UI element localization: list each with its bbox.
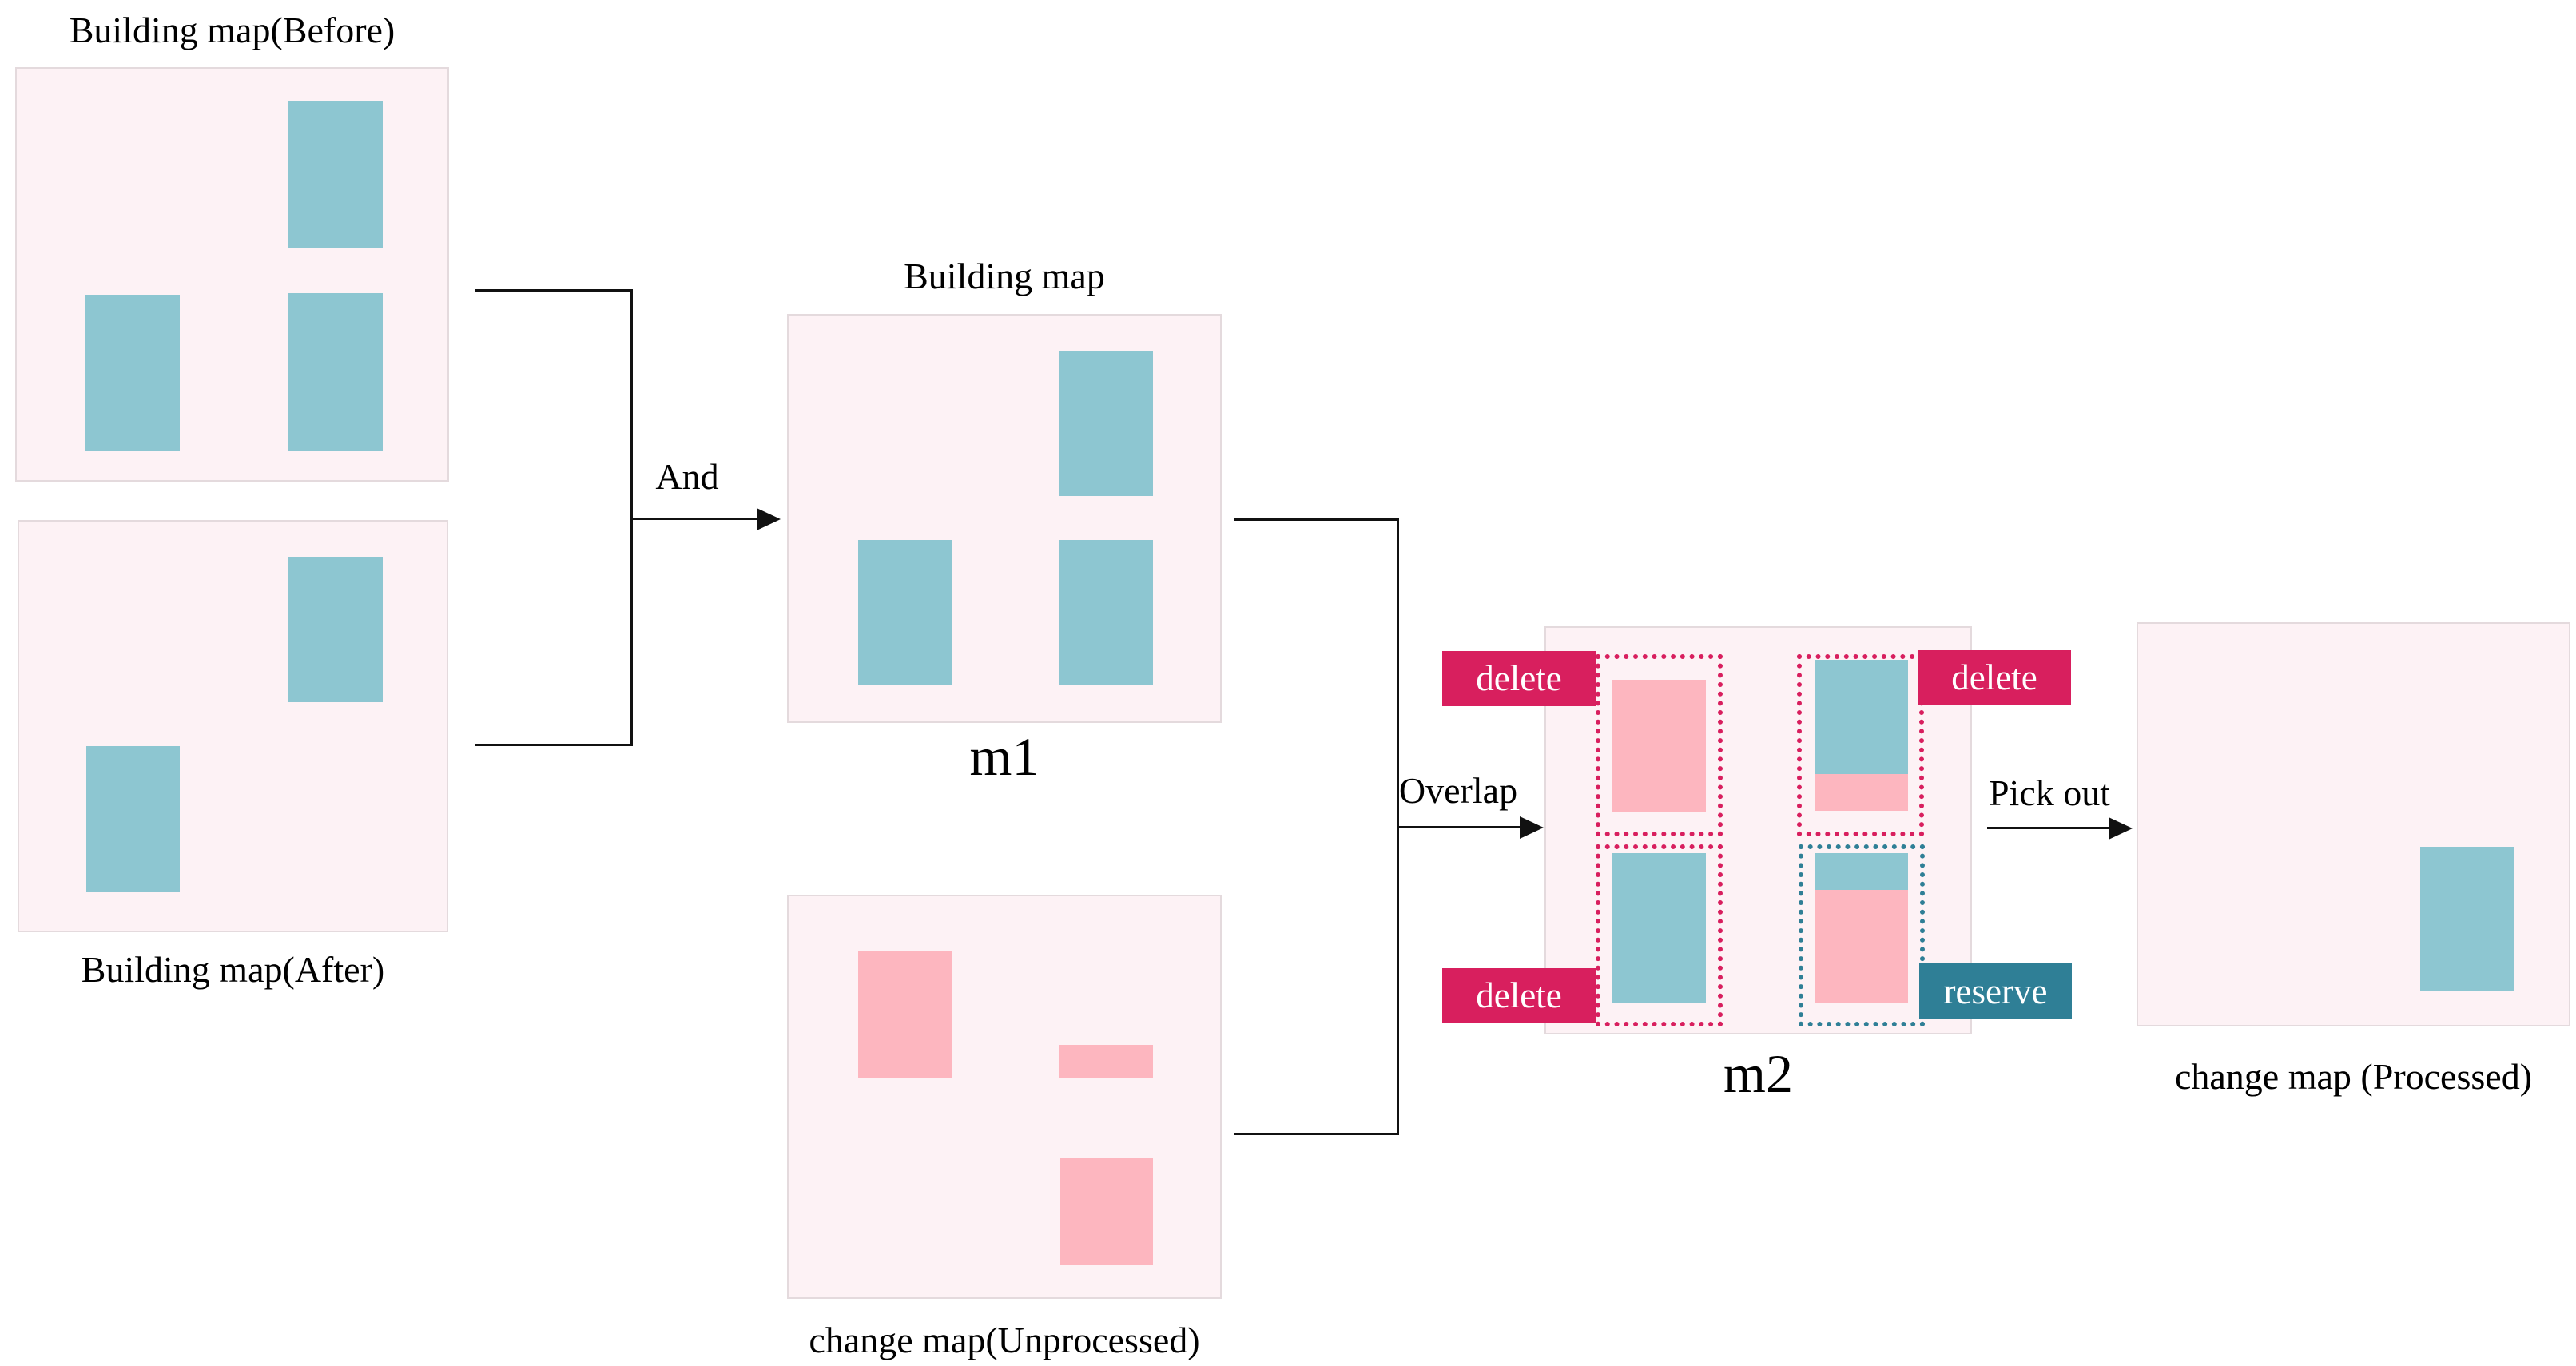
pick-out-edge-label: Pick out [1988, 772, 2111, 813]
change-region-rect [1815, 890, 1908, 1003]
building-footprint-rect [86, 746, 180, 892]
after-panel-label: Building map(After) [81, 949, 385, 990]
change-region-rect [1815, 774, 1908, 811]
and-connector-top-line [475, 289, 632, 292]
delete-badge-bottom-left: delete [1442, 968, 1596, 1023]
and-edge-label: And [655, 456, 719, 497]
reserve-outline-box [1799, 844, 1925, 1026]
building-footprint-rect [85, 295, 180, 451]
m1-panel-title: Building map [904, 256, 1105, 296]
pick-out-arrowhead-icon [2109, 817, 2133, 840]
change-region-rect [1612, 680, 1706, 812]
panel-change-map-processed [2137, 622, 2570, 1026]
building-footprint-rect [1612, 853, 1706, 1003]
m2-caption: m2 [1723, 1043, 1793, 1104]
reserve-badge-bottom-right: reserve [1919, 963, 2072, 1019]
m1-caption: m1 [969, 726, 1040, 787]
delete-outline-box [1797, 654, 1924, 836]
building-footprint-rect [1059, 351, 1153, 496]
and-arrow-line [631, 518, 759, 520]
delete-outline-box [1596, 844, 1723, 1026]
panel-change-map-unprocessed [787, 895, 1222, 1299]
panel-building-map-before [15, 67, 449, 482]
delete-badge-top-right: delete [1918, 650, 2071, 705]
overlap-connector-vertical-line [1397, 518, 1399, 1135]
pick-out-arrow-line [1987, 827, 2111, 829]
delete-badge-top-left: delete [1442, 651, 1596, 706]
before-panel-label: Building map(Before) [69, 10, 396, 50]
processed-caption: change map (Processed) [2174, 1056, 2533, 1097]
overlap-arrow-line [1398, 826, 1522, 828]
building-footprint-rect [1815, 660, 1908, 774]
building-footprint-rect [858, 540, 952, 685]
building-footprint-rect [288, 101, 383, 248]
panel-building-map-after [18, 520, 448, 932]
and-connector-bottom-line [475, 744, 632, 746]
building-footprint-rect [1059, 540, 1153, 685]
change-region-rect [1060, 1158, 1153, 1265]
overlap-connector-top-line [1234, 518, 1399, 521]
overlap-edge-label: Overlap [1398, 770, 1518, 811]
change-region-rect [1059, 1045, 1153, 1078]
unprocessed-caption: change map(Unprocessed) [809, 1320, 1200, 1360]
building-footprint-rect [2420, 847, 2514, 991]
delete-outline-box [1596, 654, 1723, 836]
change-region-rect [858, 951, 952, 1078]
building-footprint-rect [1815, 853, 1908, 890]
building-footprint-rect [288, 557, 383, 702]
overlap-arrowhead-icon [1520, 816, 1544, 839]
building-footprint-rect [288, 293, 383, 451]
overlap-connector-bottom-line [1234, 1133, 1399, 1135]
panel-m2-overlap [1544, 626, 1972, 1034]
and-arrowhead-icon [757, 508, 781, 530]
panel-m1-building-map [787, 314, 1222, 723]
